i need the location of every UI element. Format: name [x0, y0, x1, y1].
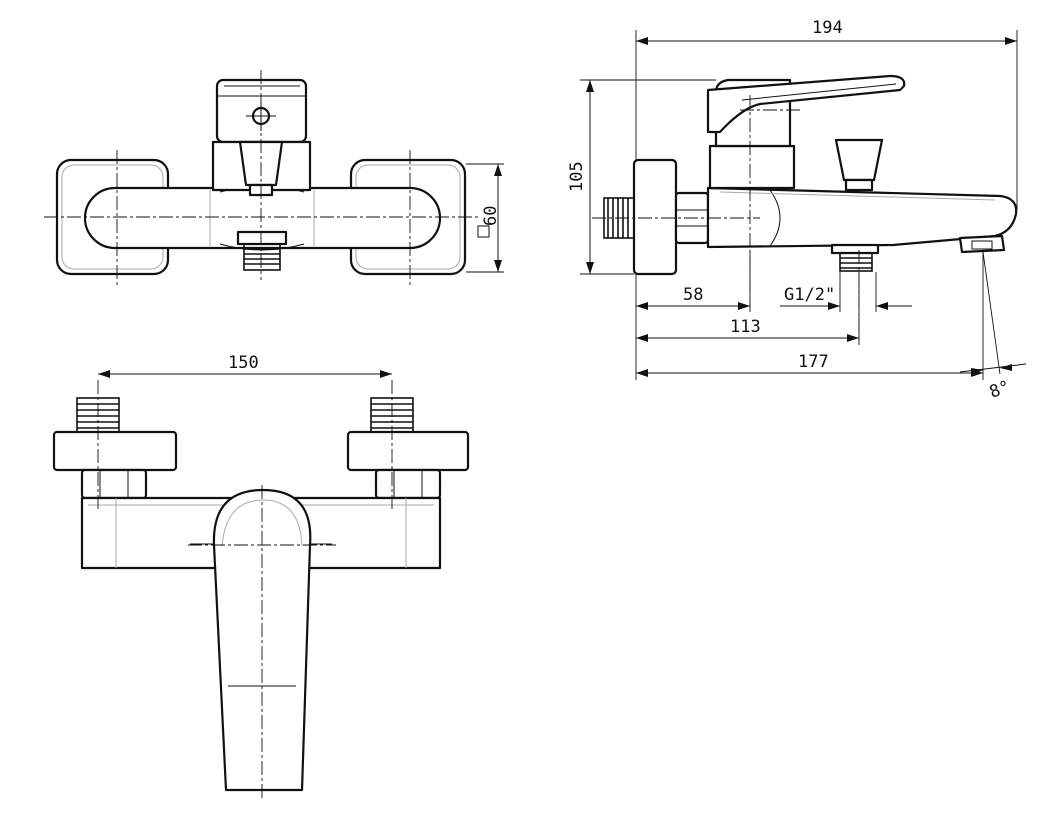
escutcheon-side — [632, 158, 678, 276]
dim-inlet-spacing: 150 — [228, 353, 259, 373]
dim-58: 58 — [683, 285, 703, 305]
right-flange — [346, 430, 470, 472]
side-view: 194 105 58 G1/2" 113 177 — [567, 18, 1027, 403]
lever-handle-side — [706, 74, 906, 134]
front-view: 150 — [52, 353, 470, 800]
left-flange — [52, 430, 178, 472]
dim-overall-length: 194 — [812, 18, 843, 38]
dim-square-60: 60 — [481, 206, 501, 226]
dim-thread: G1/2" — [784, 285, 835, 305]
dim-overall-height: 105 — [567, 161, 587, 192]
dim-angle: 8° — [987, 377, 1013, 403]
diverter-knob — [834, 138, 884, 182]
dim-113: 113 — [730, 317, 761, 337]
plan-view: 60 — [44, 70, 504, 285]
dim-177: 177 — [798, 352, 829, 372]
